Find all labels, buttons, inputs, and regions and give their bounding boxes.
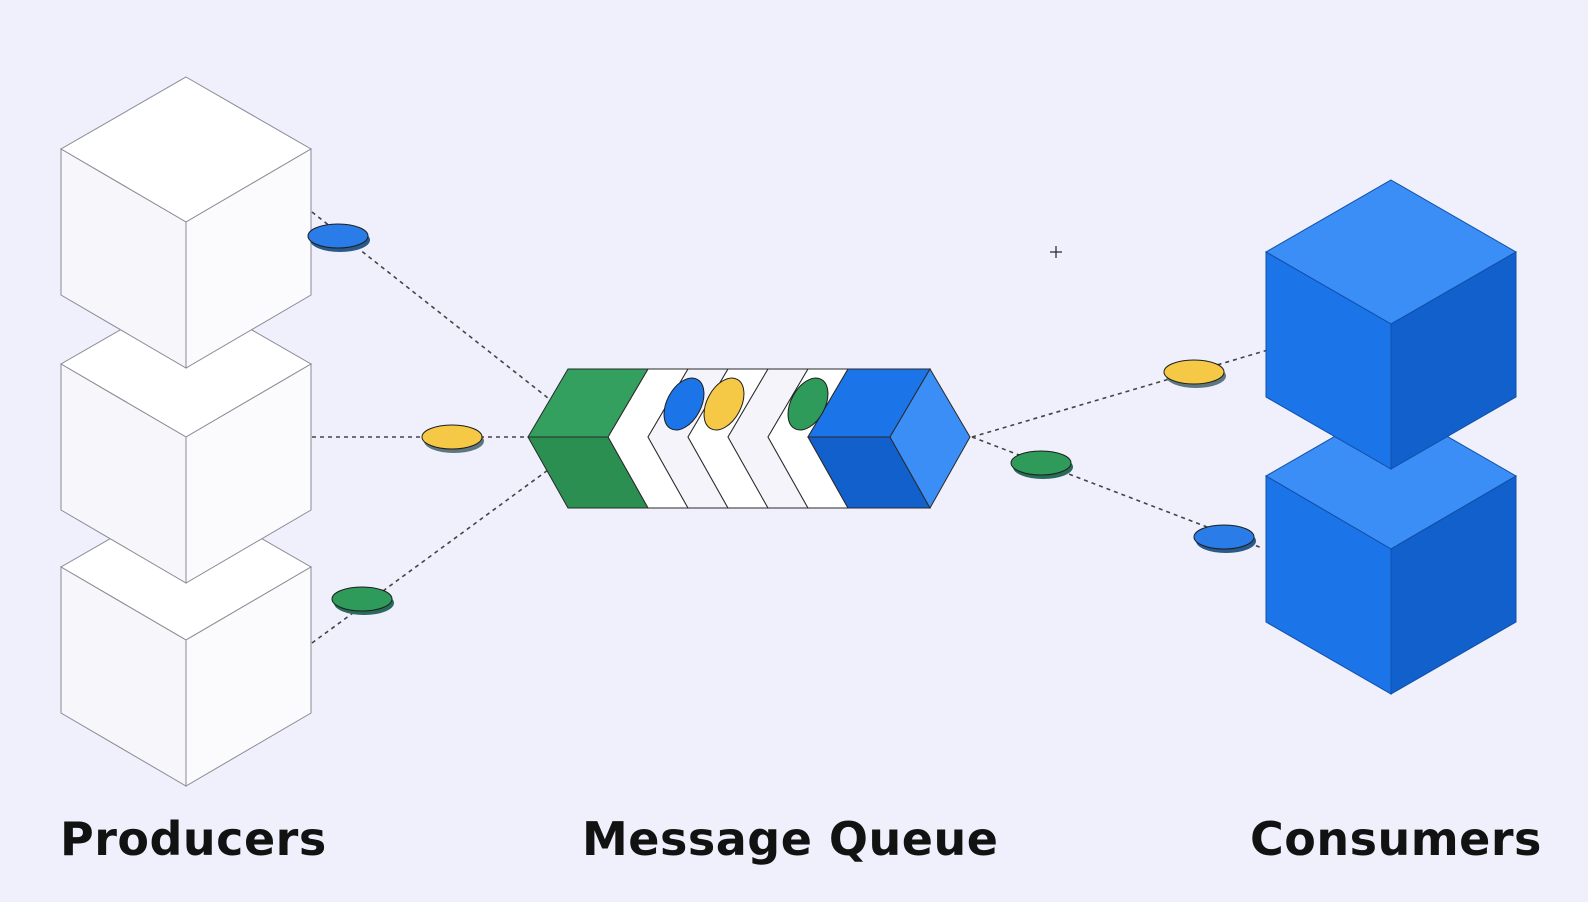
consumer-cube-1 bbox=[1266, 180, 1516, 469]
connector-consumer-1 bbox=[972, 350, 1268, 437]
message-queue-label: Message Queue bbox=[582, 812, 998, 866]
message-green-outgoing bbox=[1011, 451, 1073, 479]
message-green-from-producer-3 bbox=[332, 587, 394, 615]
message-blue-from-producer-1 bbox=[308, 224, 370, 252]
producers-label: Producers bbox=[60, 812, 327, 866]
message-blue-to-consumer-2 bbox=[1194, 525, 1256, 553]
producer-stack bbox=[61, 77, 311, 786]
consumer-stack bbox=[1266, 180, 1516, 694]
consumers-label: Consumers bbox=[1250, 812, 1542, 866]
message-queue bbox=[528, 369, 970, 508]
connector-producer-3 bbox=[312, 470, 548, 643]
producer-cube-1 bbox=[61, 77, 311, 368]
message-yellow-to-consumer-1 bbox=[1164, 360, 1226, 388]
crosshair-cursor-icon bbox=[1050, 246, 1062, 258]
message-yellow-from-producer-2 bbox=[422, 425, 484, 453]
